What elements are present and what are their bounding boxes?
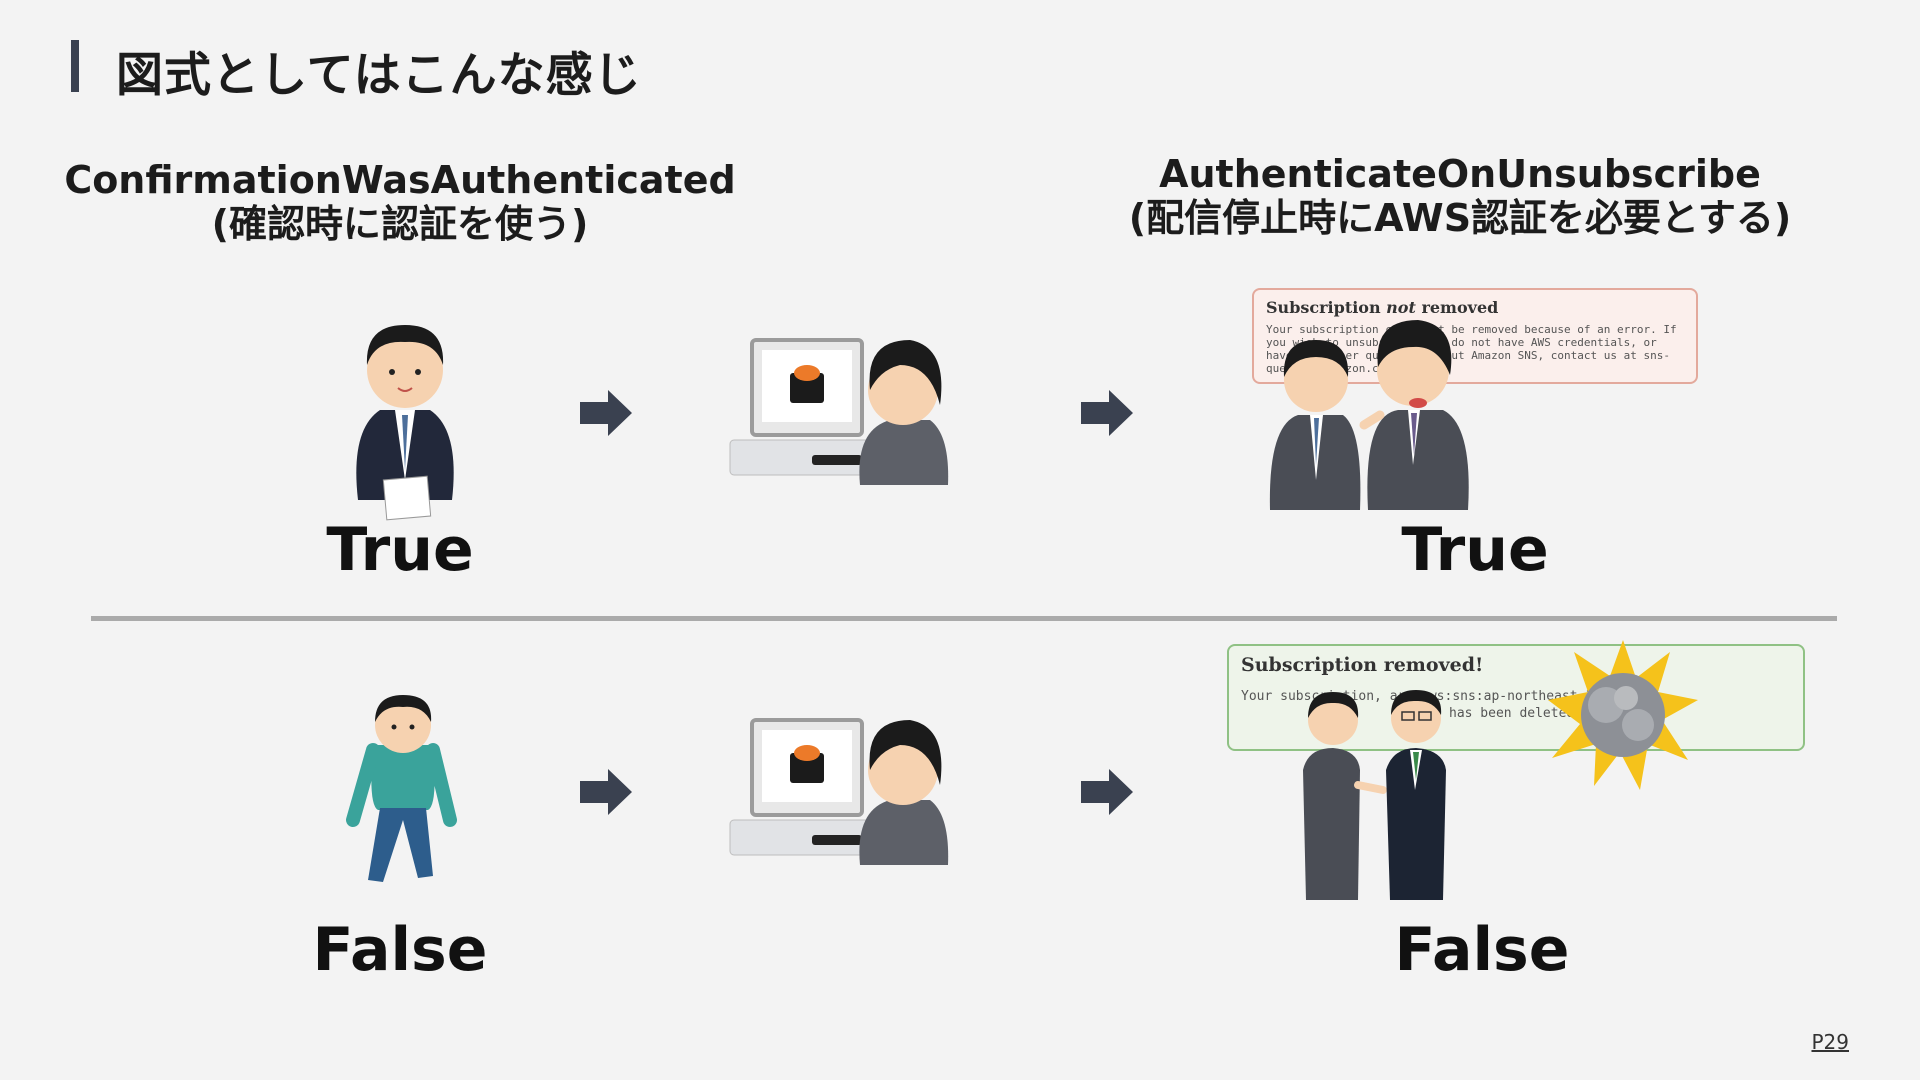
panel-title: Subscription removed! [1241, 654, 1484, 676]
arrow-right-icon [580, 390, 632, 436]
row-divider [91, 616, 1837, 621]
talking-people-icon [1303, 690, 1446, 900]
panel-title-emph: not [1386, 298, 1416, 317]
computer-operator-icon [729, 718, 949, 865]
arrow-right-icon [1081, 769, 1133, 815]
panel-title-suffix: removed [1415, 298, 1499, 317]
arrow-right-icon [580, 769, 632, 815]
right-column-heading: AuthenticateOnUnsubscribe (配信停止時にAWS認証を必… [1120, 152, 1800, 240]
panel-title-prefix: Subscription [1266, 298, 1387, 317]
right-heading-line2: (配信停止時にAWS認証を必要とする) [1128, 196, 1792, 240]
arrow-right-icon [1081, 390, 1133, 436]
person-signing-icon [356, 325, 454, 521]
panel-body: Your subscription could not be removed b… [1266, 323, 1677, 375]
explosion-icon [1548, 640, 1698, 790]
left-row2-value: False [312, 915, 488, 985]
right-heading-line1: AuthenticateOnUnsubscribe [1159, 152, 1761, 196]
right-row1-value: True [1401, 515, 1549, 585]
left-heading-line2: (確認時に認証を使う) [211, 202, 589, 246]
panel-body-line2: has been deleted. [1449, 706, 1583, 721]
panel-title: Subscription not removed [1266, 298, 1684, 317]
computer-operator-icon [729, 338, 949, 485]
left-row1-value: True [326, 515, 474, 585]
left-heading-line1: ConfirmationWasAuthenticated [64, 158, 736, 202]
person-walking-icon [346, 695, 457, 882]
scolding-people-icon [1269, 320, 1469, 510]
title-accent-bar [71, 40, 79, 92]
page-number: P29 [1811, 1030, 1849, 1054]
slide-title: 図式としてはこんな感じ [116, 48, 642, 103]
left-column-heading: ConfirmationWasAuthenticated (確認時に認証を使う) [60, 158, 740, 246]
right-row2-value: False [1394, 915, 1570, 985]
